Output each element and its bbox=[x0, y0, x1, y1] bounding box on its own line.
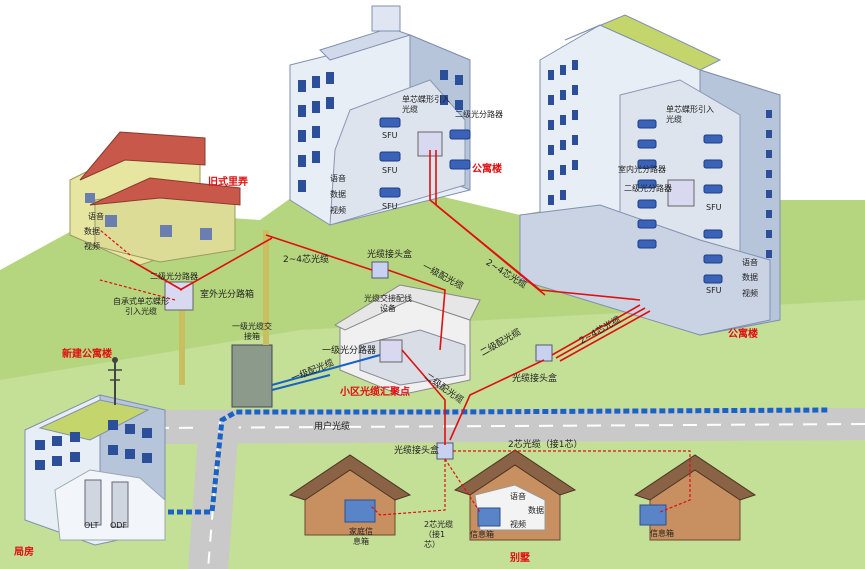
label-voice-old: 语音 bbox=[88, 212, 104, 221]
outdoor-splitter-box bbox=[164, 281, 194, 311]
label-voice-villa: 语音 bbox=[510, 492, 526, 501]
splice-box-bottom bbox=[436, 442, 454, 460]
fiber-lines-red-dashed bbox=[99, 229, 691, 516]
label-video-right: 视频 bbox=[742, 289, 758, 298]
label-sfu-right-1: SFU bbox=[706, 203, 722, 212]
label-video-old: 视频 bbox=[84, 242, 100, 251]
indoor-splitter-box-right bbox=[667, 179, 695, 207]
splice-box-right bbox=[535, 344, 553, 362]
splice-box-upper bbox=[371, 261, 389, 279]
label-apartment-top: 公寓楼 bbox=[472, 164, 502, 175]
label-sfu-top-3: SFU bbox=[382, 202, 398, 211]
label-outdoor-splitter: 室外光分路箱 bbox=[200, 290, 255, 300]
label-new-apartment: 新建公寓楼 bbox=[62, 349, 112, 360]
label-two-core-top: 2芯光缆（接1芯） bbox=[508, 440, 583, 450]
label-l2-splitter-old: 二级光分路器 bbox=[150, 272, 198, 281]
villa-left bbox=[288, 454, 412, 536]
label-user-cable: 用户光缆 bbox=[314, 422, 351, 432]
label-video-top: 视频 bbox=[330, 206, 346, 215]
label-butterfly-top: 单芯蝶形引入光缆 bbox=[402, 95, 450, 114]
label-24-core-left: 2~4芯光缆 bbox=[283, 255, 329, 265]
l1-cross-box bbox=[231, 344, 273, 408]
antenna-tower bbox=[108, 357, 122, 400]
old-lane-house bbox=[69, 131, 241, 266]
label-home-box-left: 家庭信息箱 bbox=[349, 527, 373, 546]
label-data-top: 数据 bbox=[330, 190, 346, 199]
label-sfu-top-1: SFU bbox=[382, 131, 398, 140]
label-data-right: 数据 bbox=[742, 273, 758, 282]
label-voice-top: 语音 bbox=[330, 174, 346, 183]
label-self-bearing-cable: 自承式单芯蝶形引入光缆 bbox=[113, 297, 169, 316]
label-l1-splitter: 一级光分路器 bbox=[322, 346, 377, 356]
label-splice-bottom: 光缆接头盒 bbox=[394, 446, 440, 456]
fiber-lines-blue bbox=[271, 354, 381, 391]
label-l1-cross-box: 一级光缆交接箱 bbox=[232, 322, 272, 341]
label-two-core-bottom: 2芯光缆（接1芯） bbox=[424, 520, 454, 549]
label-splice-upper: 光缆接头盒 bbox=[367, 250, 413, 260]
l2-splitter-box-center bbox=[379, 339, 403, 363]
apartment-right-onu-stack bbox=[637, 119, 723, 284]
villa-right bbox=[633, 454, 757, 541]
label-old-lane: 旧式里弄 bbox=[208, 177, 248, 188]
label-l2-splitter-right: 二级光分路器 bbox=[624, 184, 672, 193]
central-office-cutaway bbox=[54, 469, 166, 541]
apartment-right bbox=[519, 14, 781, 336]
label-indoor-splitter-right: 室内光分路器 bbox=[618, 165, 666, 174]
apartment-right-windows bbox=[548, 60, 772, 258]
label-splice-right: 光缆接头盒 bbox=[512, 374, 558, 384]
label-video-villa: 视频 bbox=[510, 520, 526, 529]
label-olt: OLT bbox=[84, 521, 99, 530]
road-horizontal bbox=[150, 408, 865, 444]
label-butterfly-right: 单芯蝶形引入光缆 bbox=[666, 105, 714, 124]
villa-center bbox=[453, 449, 577, 541]
label-sfu-right-2: SFU bbox=[706, 286, 722, 295]
olt-rack bbox=[84, 479, 102, 526]
label-odf: ODF bbox=[110, 521, 128, 530]
apartment-top-sfu bbox=[379, 117, 471, 198]
label-villa: 别墅 bbox=[510, 553, 530, 564]
label-cable-cross-room: 光缆交接配线设备 bbox=[364, 294, 412, 313]
label-info-box-center: 信息箱 bbox=[470, 530, 494, 539]
label-info-box-right: 信息箱 bbox=[650, 529, 674, 538]
label-central-office: 局房 bbox=[14, 547, 34, 558]
label-data-villa: 数据 bbox=[528, 506, 544, 515]
label-sfu-top-2: SFU bbox=[382, 166, 398, 175]
fiber-lines-red bbox=[129, 150, 651, 445]
label-voice-right: 语音 bbox=[742, 258, 758, 267]
apartment-top-windows bbox=[298, 70, 463, 192]
label-data-old: 数据 bbox=[84, 227, 100, 236]
odf-rack bbox=[111, 481, 129, 528]
new-apartment-windows bbox=[35, 420, 152, 470]
label-apartment-right: 公寓楼 bbox=[728, 329, 758, 340]
label-l2-splitter-top: 二级光分路器 bbox=[455, 110, 503, 119]
label-aggregation-point: 小区光缆汇聚点 bbox=[340, 387, 410, 398]
